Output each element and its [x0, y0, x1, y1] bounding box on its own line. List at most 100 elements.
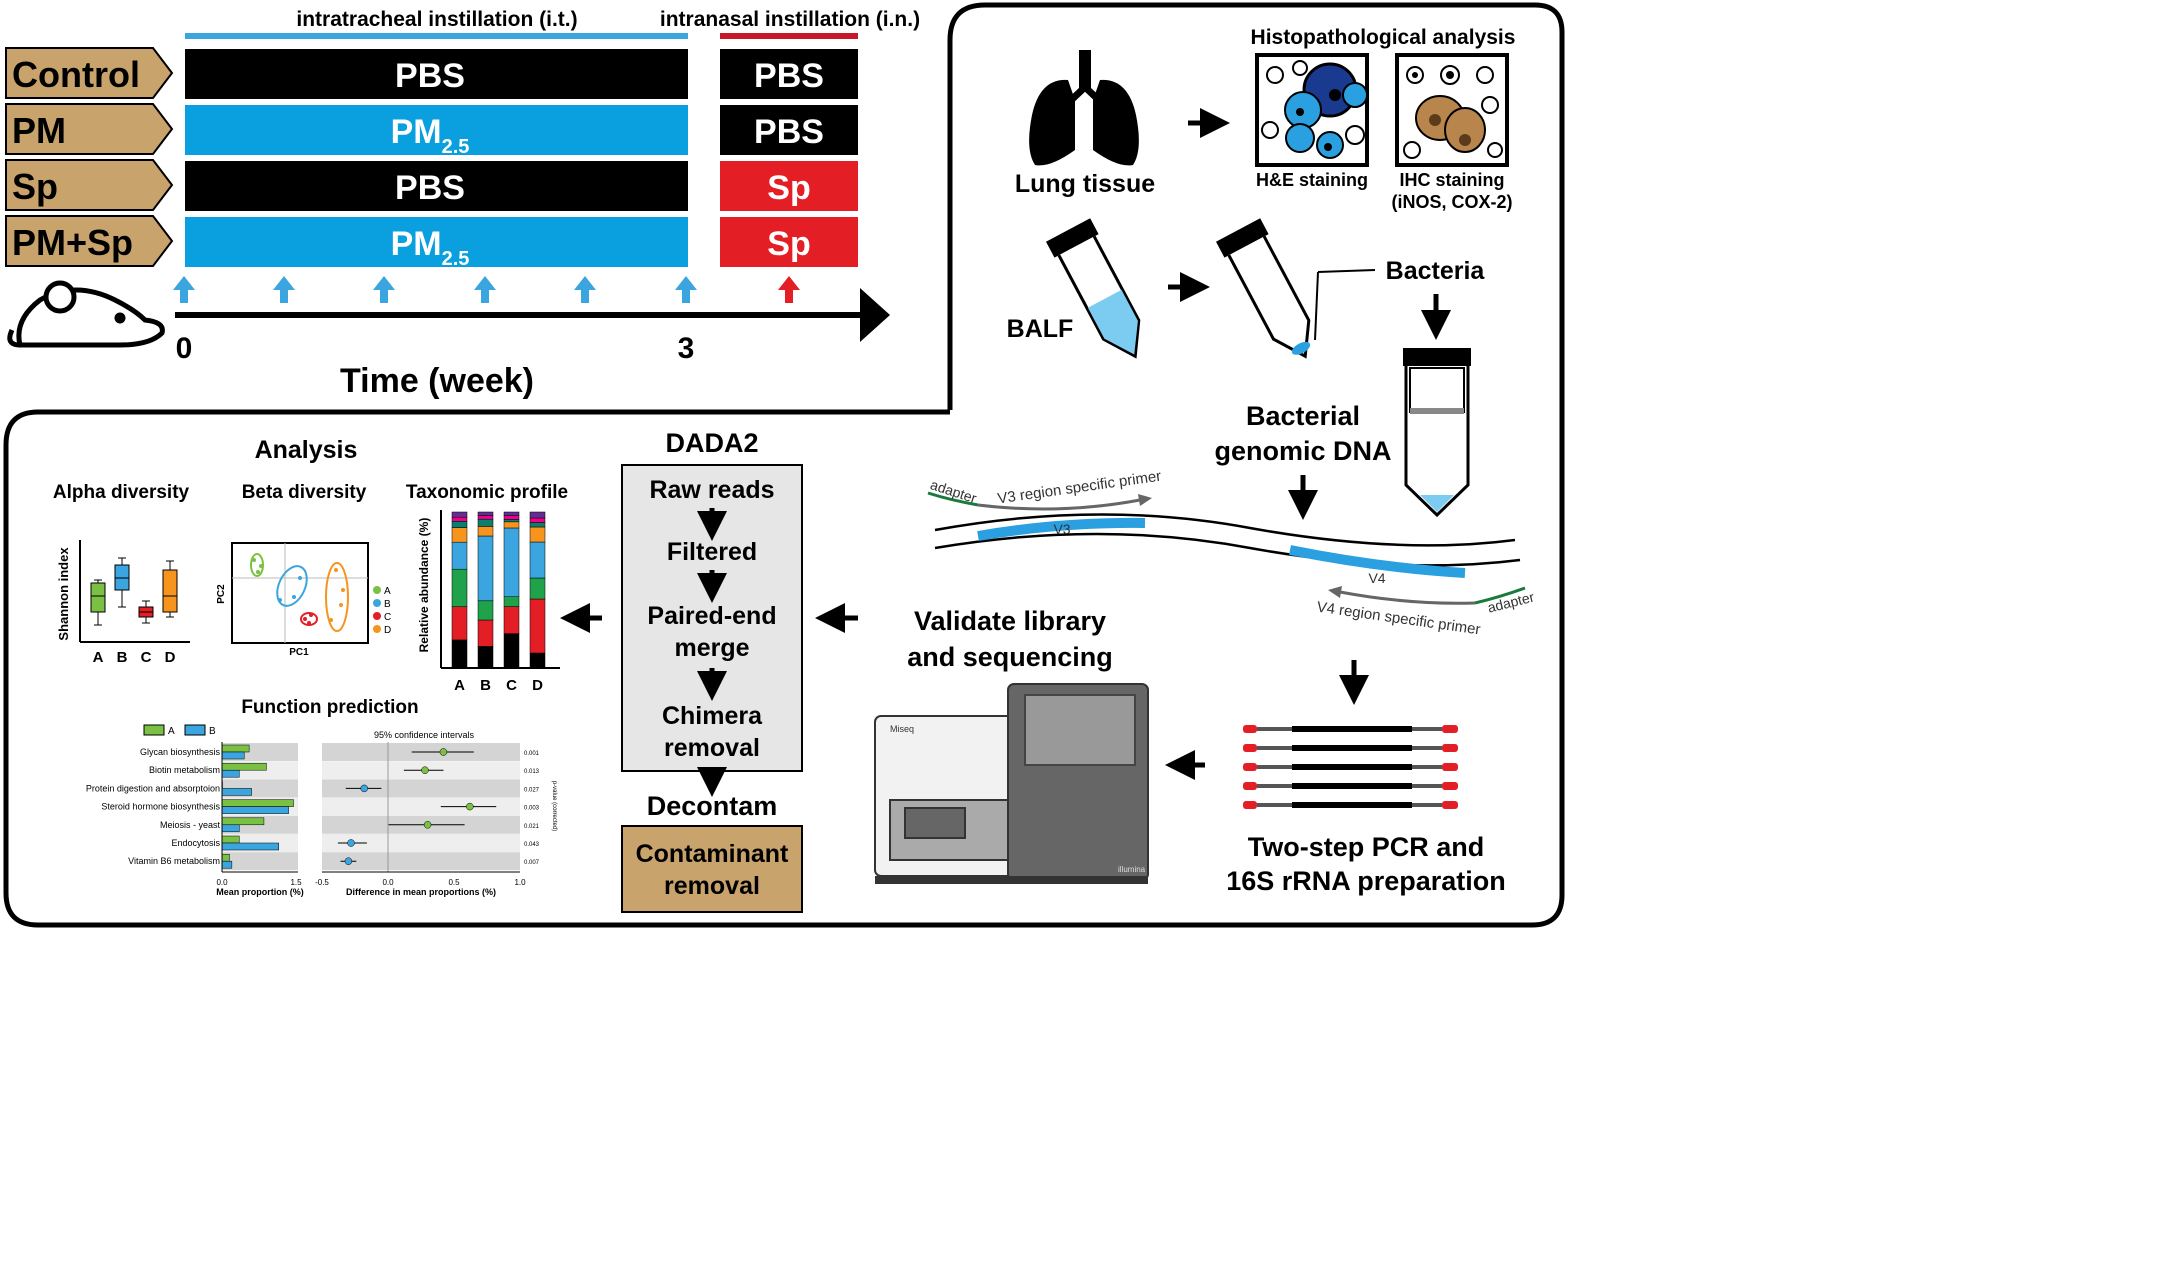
stacked-segment: [477, 518, 494, 527]
lung-label: Lung tissue: [1015, 170, 1155, 198]
diff-label: Difference in mean proportions (%): [346, 887, 496, 897]
function-row-bg: [322, 852, 520, 871]
bacteria-pointer: [1317, 269, 1376, 273]
it-treatment-label: PBS: [395, 57, 465, 95]
taxo-tick-label: D: [532, 677, 543, 694]
stacked-segment: [529, 577, 546, 600]
stacked-segment: [529, 517, 546, 523]
pcoa-legend-label: C: [384, 612, 391, 623]
alpha-box: [90, 582, 106, 613]
diff-point: [423, 821, 432, 829]
v4-primer-adapter: [1474, 586, 1526, 605]
right-panel-frame: [3, 2, 1565, 928]
dada2-step-removal: removal: [664, 734, 760, 762]
pcoa-point: [334, 568, 338, 572]
pcoa-legend-label: B: [384, 599, 391, 610]
function-row-bg: [222, 852, 298, 871]
v4-region: [1289, 545, 1466, 578]
mean-bar-a: [221, 853, 230, 862]
balf-tube-icon: [1046, 218, 1141, 359]
taxo-tick-label: B: [480, 677, 491, 694]
mean-bar-a: [221, 799, 294, 807]
pvalue-label: 0.027: [524, 787, 540, 793]
pcoa-point: [341, 588, 345, 592]
pcoa-point: [329, 618, 333, 622]
tick-end: 3: [678, 332, 695, 365]
pcoa-point: [298, 576, 302, 580]
it-header: intratracheal instillation (i.t.): [296, 8, 577, 31]
stacked-segment: [477, 526, 494, 537]
analysis-section: Analysis Alpha diversity Beta diversity …: [53, 436, 568, 897]
analysis-title: Analysis: [255, 436, 358, 464]
group-tag: [5, 215, 174, 267]
beta-title: Beta diversity: [242, 482, 367, 503]
pvalue-axis-label: p-value (corrected): [551, 781, 557, 831]
amplicon-insert: [1292, 802, 1412, 808]
pcoa-point: [259, 564, 263, 568]
mean-tick-0: 0.0: [216, 878, 228, 887]
diff-point: [421, 766, 429, 774]
pathway-label: Protein digestion and absorptoion: [86, 783, 220, 793]
pc2-label: PC2: [216, 584, 227, 604]
it-dose-arrow: [373, 276, 395, 303]
pcoa-point: [307, 621, 311, 625]
dada2-step-paired: Paired-end: [647, 602, 776, 630]
it-treatment-bar: [185, 49, 688, 99]
time-axis-arrowhead: [860, 288, 890, 342]
it-header-bar: [185, 33, 688, 39]
stacked-segment: [451, 527, 468, 543]
ihc-staining-image: [1395, 53, 1509, 167]
it-treatment-bar: [185, 105, 688, 155]
diff-point: [466, 802, 474, 811]
alpha-tick-label: A: [93, 649, 104, 666]
mean-bar-a: [221, 817, 265, 826]
stacked-segment: [503, 519, 520, 523]
stacked-segment: [451, 516, 468, 522]
amplicon-adapter: [1243, 763, 1257, 771]
function-row-bg: [322, 779, 520, 798]
mean-bar-b: [221, 751, 245, 760]
amplicon-adapter: [1442, 763, 1458, 771]
decontam-title: Decontam: [647, 791, 778, 821]
study-workflow-diagram: intratracheal instillation (i.t.) intran…: [3, 2, 1565, 928]
pc1-label: PC1: [289, 647, 309, 658]
dada2-step-chimera: Chimera: [662, 702, 763, 730]
stacked-segment: [503, 606, 520, 634]
shannon-label: Shannon index: [56, 547, 71, 641]
pvalue-label: 0.043: [524, 842, 540, 848]
amplicon-primer: [1412, 746, 1442, 750]
mean-bar-b: [221, 842, 279, 851]
in-treatment-label: PBS: [754, 113, 824, 151]
stacked-segment: [503, 527, 520, 598]
stacked-segment: [451, 521, 468, 528]
pvalue-label: 0.003: [524, 806, 540, 812]
pcoa-point: [309, 613, 313, 617]
amplicon-stack: [1243, 725, 1458, 809]
stacked-segment: [451, 639, 468, 669]
pathway-label: Meiosis - yeast: [160, 820, 221, 830]
stacked-segment: [451, 606, 468, 641]
stacked-segment: [503, 521, 520, 529]
function-row-bg: [322, 797, 520, 816]
it-treatment-label: PM2.5: [391, 225, 470, 270]
amplicon-adapter: [1243, 744, 1257, 752]
group-tag: [5, 47, 174, 99]
group-tag: [5, 103, 174, 155]
it-dose-arrow: [173, 276, 195, 303]
v3-primer-line: [977, 498, 1141, 511]
pcoa-point: [256, 570, 260, 574]
pcoa-legend-marker: [373, 625, 381, 633]
pcoa-legend-label: D: [384, 625, 391, 636]
amplicon-adapter: [1442, 801, 1458, 809]
pcoa-points: [252, 558, 345, 625]
mean-bar-a: [221, 835, 240, 844]
v4-primer-line: [1339, 590, 1476, 605]
amplicon-adapter: [1243, 782, 1257, 790]
adapter-top-label: adapter: [928, 476, 978, 506]
in-header-bar: [720, 33, 858, 39]
in-treatment-label: Sp: [767, 169, 810, 207]
diff-point: [360, 784, 368, 793]
